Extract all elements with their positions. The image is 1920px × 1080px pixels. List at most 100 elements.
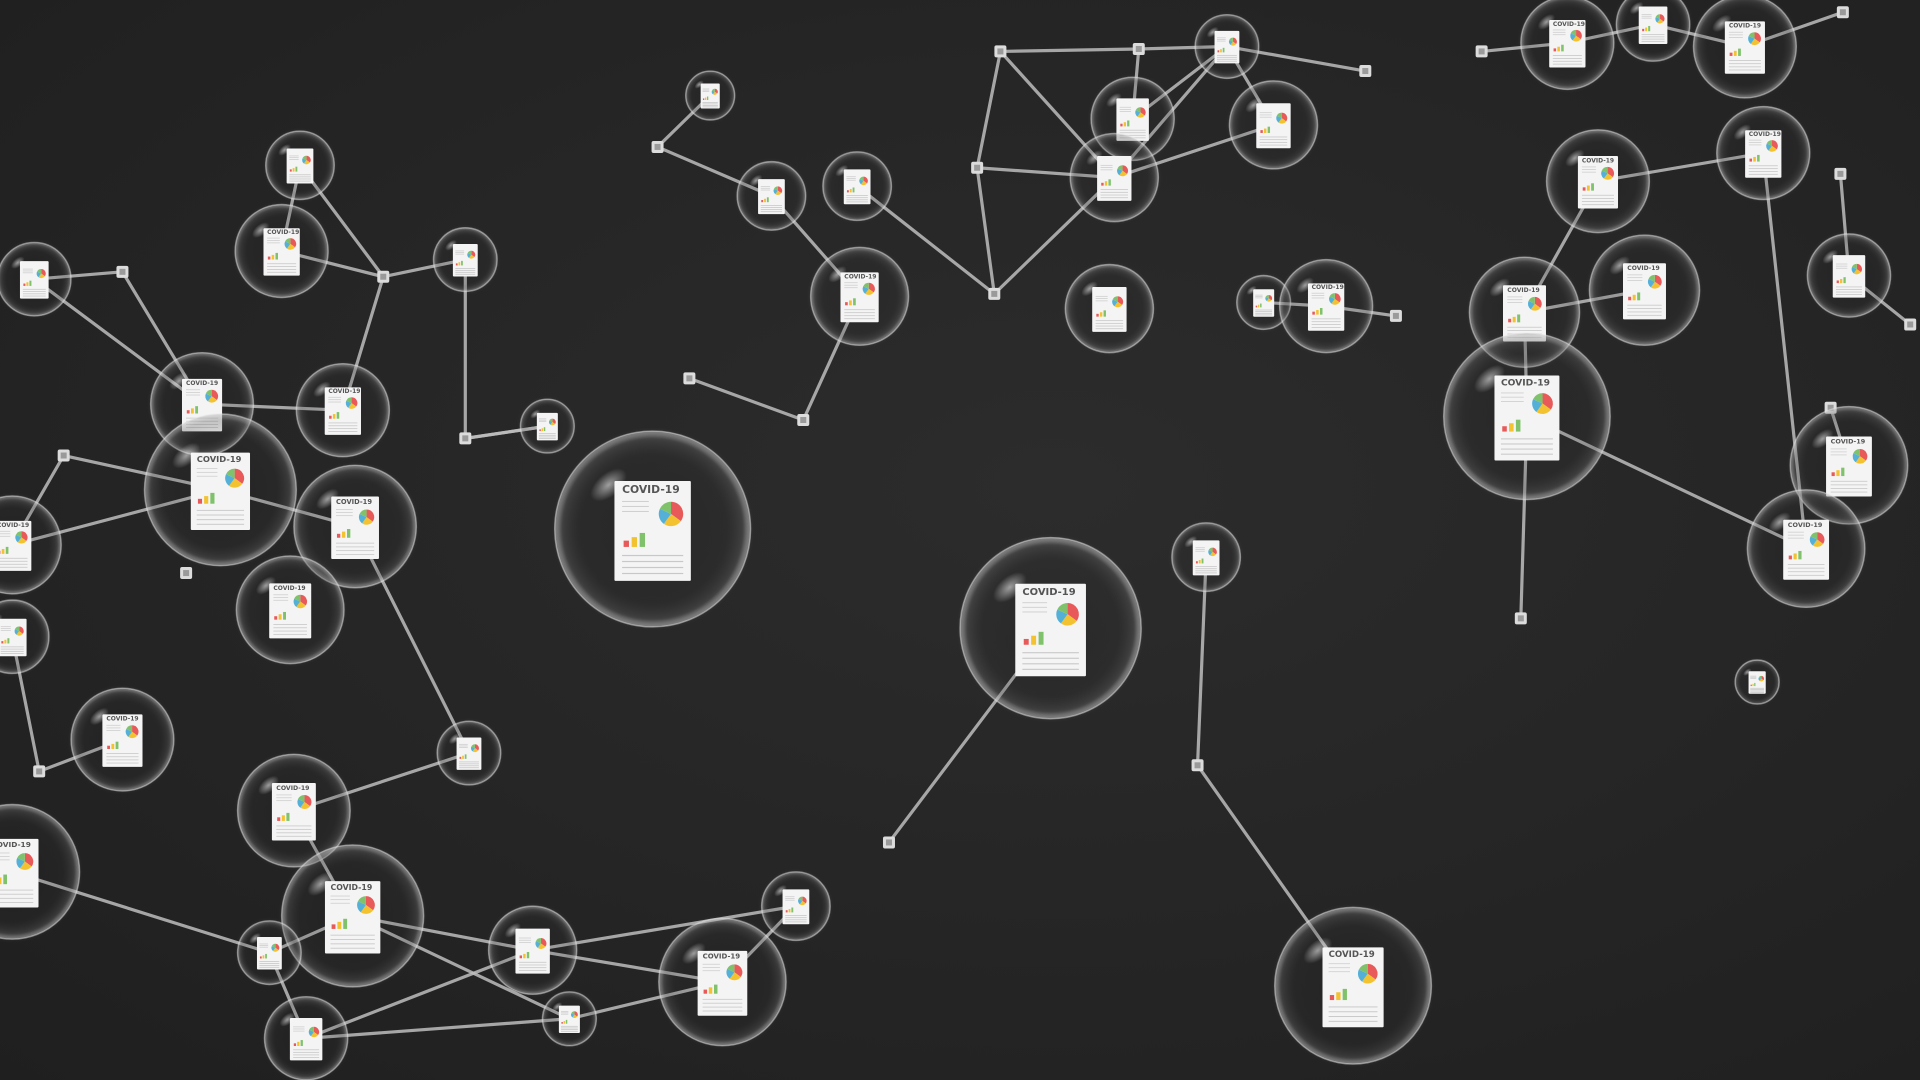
bar-chart-icon [277, 812, 290, 821]
document-icon [536, 412, 558, 441]
pie-chart-icon [1748, 32, 1761, 46]
document-icon [515, 928, 550, 974]
bubble-icon [760, 871, 831, 942]
document-title: COVID-19 [703, 953, 741, 961]
bubble-icon [1806, 233, 1892, 318]
node-icon [882, 836, 895, 849]
bubble-icon: COVID-19 [293, 464, 418, 589]
document-icon [1092, 286, 1127, 332]
bubble-icon [822, 151, 893, 222]
document-title: COVID-19 [186, 380, 218, 387]
node-icon [33, 765, 46, 778]
bar-chart-icon [1195, 558, 1204, 564]
bubble-icon [1228, 80, 1319, 170]
node-icon [116, 265, 129, 278]
connector-rod [975, 49, 1003, 170]
document-title: COVID-19 [106, 716, 138, 723]
pie-chart-icon [1208, 547, 1217, 557]
bar-chart-icon [331, 918, 348, 929]
document-title: COVID-19 [1312, 284, 1344, 291]
pie-chart-icon [16, 853, 34, 870]
document-icon: COVID-19 [0, 520, 32, 571]
bubble-icon: COVID-19 [280, 844, 425, 988]
document-icon [289, 1017, 323, 1061]
document-title: COVID-19 [336, 498, 372, 506]
pie-chart-icon [14, 626, 24, 636]
bar-chart-icon [761, 197, 769, 203]
document-title: COVID-19 [1749, 131, 1781, 138]
pie-chart-icon [1532, 393, 1553, 414]
document-icon: COVID-19 [697, 950, 748, 1016]
document-title: COVID-19 [1329, 950, 1375, 960]
bar-chart-icon [293, 1040, 303, 1046]
document-icon: COVID-19 [1549, 20, 1586, 68]
document-title: COVID-19 [1501, 379, 1550, 389]
pie-chart-icon [467, 250, 476, 259]
bar-chart-icon [1101, 179, 1111, 186]
bubble-icon: COVID-19 [1746, 489, 1866, 609]
pie-chart-icon [293, 594, 308, 609]
node-icon [459, 432, 472, 445]
bar-chart-icon [539, 427, 546, 432]
document-icon: COVID-19 [1015, 583, 1086, 677]
pie-chart-icon [726, 964, 743, 981]
node-icon [1904, 318, 1917, 331]
document-icon: COVID-19 [1322, 947, 1384, 1028]
bar-chart-icon [186, 406, 199, 414]
document-icon: COVID-19 [1503, 285, 1546, 342]
pie-chart-icon [1276, 112, 1288, 124]
node-icon [797, 414, 810, 426]
bar-chart-icon [1217, 47, 1225, 53]
bar-chart-icon [274, 611, 287, 620]
document-title: COVID-19 [1553, 21, 1585, 28]
bar-chart-icon [1553, 44, 1564, 52]
bar-chart-icon [1750, 682, 1756, 687]
pie-chart-icon [308, 1026, 320, 1038]
pie-chart-icon [1329, 293, 1341, 305]
document-icon: COVID-19 [0, 838, 39, 908]
pie-chart-icon [711, 88, 718, 95]
node-icon [994, 45, 1007, 58]
document-icon [1748, 671, 1766, 694]
pie-chart-icon [297, 794, 312, 810]
pie-chart-icon [345, 397, 358, 409]
pie-chart-icon [271, 943, 280, 952]
bar-chart-icon [107, 741, 119, 750]
node-icon [683, 372, 696, 385]
pie-chart-icon [1527, 296, 1542, 311]
pie-chart-icon [15, 531, 28, 544]
pie-chart-icon [1852, 448, 1868, 464]
bar-chart-icon [1749, 154, 1760, 162]
pie-chart-icon [549, 418, 556, 426]
node-icon [651, 140, 664, 153]
connector-rod [998, 47, 1141, 54]
document-icon [1097, 155, 1132, 201]
bar-chart-icon [1260, 126, 1271, 133]
document-icon [782, 889, 810, 925]
document-icon: COVID-19 [1724, 21, 1765, 74]
bar-chart-icon [289, 166, 298, 172]
pie-chart-icon [1135, 107, 1146, 118]
pie-chart-icon [125, 725, 139, 739]
bar-chart-icon [1023, 631, 1044, 645]
bubble-icon: COVID-19 [553, 430, 752, 628]
node-icon [1132, 42, 1145, 55]
pie-chart-icon [1655, 14, 1665, 24]
bar-chart-icon [23, 280, 32, 286]
document-icon: COVID-19 [1745, 130, 1782, 178]
document-icon [758, 179, 785, 215]
bubble-icon [263, 996, 349, 1080]
bubble-icon: COVID-19 [1545, 129, 1651, 234]
bar-chart-icon [1096, 310, 1106, 317]
pie-chart-icon [1647, 274, 1662, 289]
document-icon: COVID-19 [269, 583, 312, 639]
bubble-icon: COVID-19 [295, 362, 391, 458]
bubble-icon: COVID-19 [1520, 0, 1615, 91]
bar-chart-icon [1329, 988, 1347, 1001]
node-icon [1836, 6, 1849, 19]
pie-chart-icon [1601, 166, 1615, 180]
document-title: COVID-19 [0, 840, 31, 849]
document-icon [1638, 6, 1668, 44]
node-icon [971, 161, 984, 174]
document-icon [843, 169, 871, 205]
